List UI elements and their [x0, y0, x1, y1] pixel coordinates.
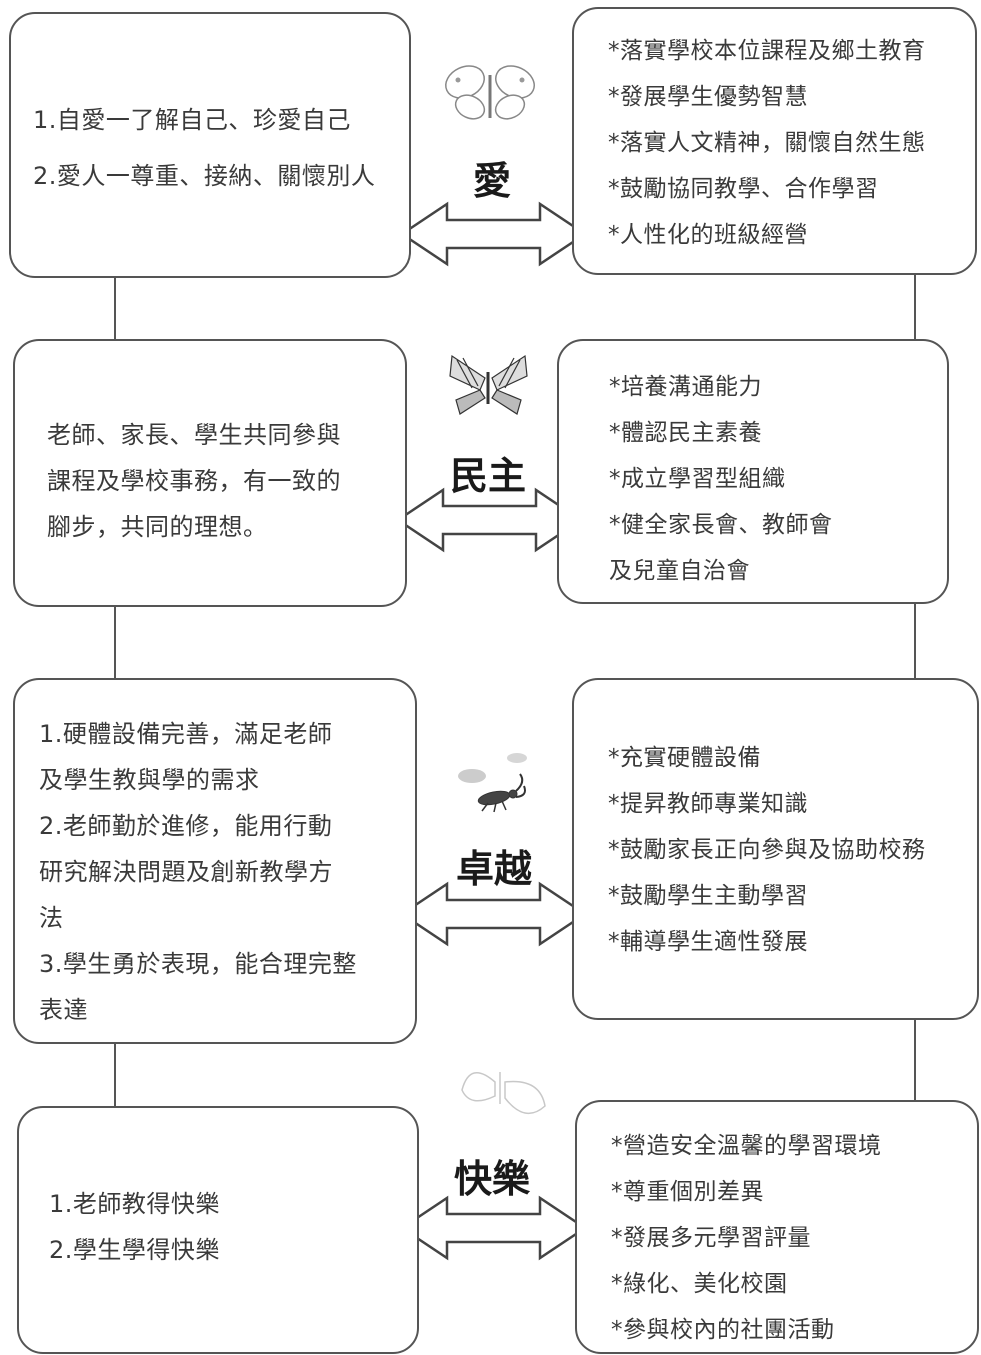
left-box-happiness: 1.老師教得快樂 2.學生學得快樂 — [17, 1106, 419, 1354]
right-line: 及兒童自治會 — [609, 558, 750, 584]
right-line: *健全家長會、教師會 — [609, 512, 833, 538]
right-box-excellence: *充實硬體設備 *提昇教師專業知識 *鼓勵家長正向參與及協助校務 *鼓勵學生主動… — [572, 678, 979, 1020]
right-box-happiness: *營造安全溫馨的學習環境 *尊重個別差異 *發展多元學習評量 *綠化、美化校園 … — [575, 1100, 979, 1354]
left-line: 1.硬體設備完善，滿足老師 — [39, 720, 333, 748]
swallowtail-butterfly-icon — [449, 354, 528, 415]
heading-excellence: 卓越 — [455, 847, 532, 891]
right-line: *參與校內的社團活動 — [611, 1317, 835, 1343]
right-line: *營造安全溫馨的學習環境 — [611, 1133, 882, 1159]
left-line: 表達 — [39, 996, 88, 1024]
left-line: 2.老師勤於進修，能用行動 — [39, 812, 333, 840]
left-line: 及學生教與學的需求 — [39, 766, 260, 794]
right-line: *落實學校本位課程及鄉土教育 — [608, 38, 926, 64]
heading-democracy: 民主 — [449, 454, 526, 498]
right-line: *鼓勵協同教學、合作學習 — [608, 176, 879, 202]
double-arrow-icon — [399, 881, 588, 947]
left-line: 研究解決問題及創新教學方 — [39, 858, 333, 886]
heading-happiness: 快樂 — [453, 1157, 530, 1201]
faint-butterfly-icon — [461, 1072, 546, 1115]
left-line: 2.愛人一尊重、接納、關懷別人 — [33, 162, 376, 190]
double-arrow-icon — [399, 1195, 588, 1261]
right-line: *鼓勵學生主動學習 — [608, 883, 808, 909]
left-line: 1.老師教得快樂 — [49, 1190, 220, 1218]
right-line: *鼓勵家長正向參與及協助校務 — [608, 837, 926, 863]
right-line: *發展多元學習評量 — [611, 1225, 811, 1251]
right-line: *落實人文精神，關懷自然生態 — [608, 130, 926, 156]
left-line: 老師、家長、學生共同參與 — [47, 421, 341, 449]
left-line: 腳步，共同的理想。 — [47, 513, 268, 541]
left-line: 法 — [39, 904, 64, 932]
left-line: 3.學生勇於表現，能合理完整 — [39, 950, 357, 978]
right-box-love: *落實學校本位課程及鄉土教育 *發展學生優勢智慧 *落實人文精神，關懷自然生態 … — [572, 7, 977, 275]
right-line: *綠化、美化校園 — [611, 1271, 788, 1297]
right-line: *尊重個別差異 — [611, 1179, 764, 1205]
right-box-democracy: *培養溝通能力 *體認民主素養 *成立學習型組織 *健全家長會、教師會 及兒童自… — [557, 339, 949, 604]
heading-love: 愛 — [472, 159, 511, 203]
left-box-love: 1.自愛一了解自己、珍愛自己 2.愛人一尊重、接納、關懷別人 — [9, 12, 411, 278]
white-butterfly-icon — [445, 65, 535, 120]
left-box-democracy: 老師、家長、學生共同參與 課程及學校事務，有一致的 腳步，共同的理想。 — [13, 339, 407, 607]
double-arrow-icon — [399, 201, 588, 267]
right-line: *成立學習型組織 — [609, 466, 786, 492]
stag-beetle-icon — [458, 753, 527, 813]
right-line: *培養溝通能力 — [609, 374, 762, 400]
right-line: *體認民主素養 — [609, 420, 762, 446]
left-line: 2.學生學得快樂 — [49, 1236, 220, 1264]
connectors — [114, 275, 916, 1106]
right-line: *發展學生優勢智慧 — [608, 84, 808, 110]
left-box-excellence: 1.硬體設備完善，滿足老師 及學生教與學的需求 2.老師勤於進修，能用行動 研究… — [13, 678, 417, 1044]
right-line: *充實硬體設備 — [608, 745, 761, 771]
right-line: *提昇教師專業知識 — [608, 791, 808, 817]
left-line: 課程及學校事務，有一致的 — [47, 467, 341, 495]
right-line: *輔導學生適性發展 — [608, 929, 808, 955]
right-line: *人性化的班級經營 — [608, 222, 808, 248]
left-line: 1.自愛一了解自己、珍愛自己 — [33, 106, 351, 134]
